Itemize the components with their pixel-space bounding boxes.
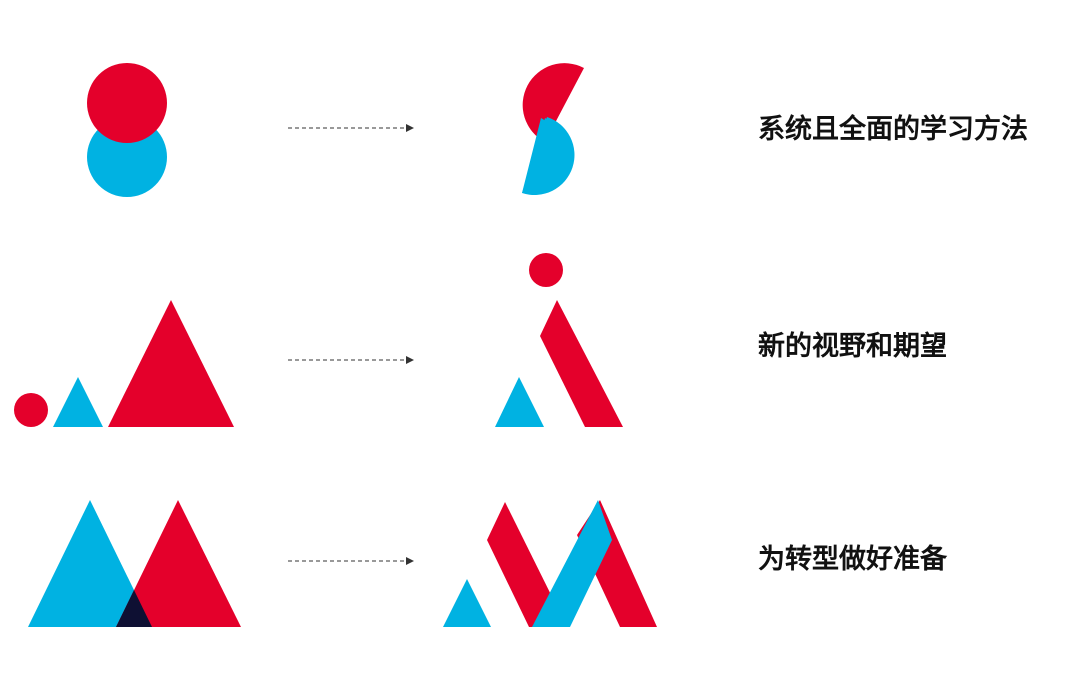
blue-triangle [28, 500, 152, 627]
small-red-circle [14, 393, 48, 427]
row1-caption: 系统且全面的学习方法 [758, 114, 1028, 145]
small-blue-triangle [495, 377, 544, 427]
row3-after-figure [443, 500, 657, 627]
arrow-head [406, 124, 414, 132]
large-red-triangle [108, 300, 234, 427]
red-triangle [116, 500, 241, 627]
dot-red-circle [529, 253, 563, 287]
row1-after-figure [522, 63, 584, 195]
row2-before-figure [14, 300, 234, 427]
row1-before-figure [87, 63, 167, 197]
red-circle [87, 63, 167, 143]
arrow-head [406, 356, 414, 364]
row2-after-figure [495, 253, 623, 427]
row1-arrow [288, 124, 414, 132]
red-diagonal-bar [540, 300, 623, 427]
red-left-diagonal-bar [487, 502, 567, 627]
dark-overlap-triangle [116, 590, 152, 627]
small-blue-triangle [53, 377, 103, 427]
arrow-head [406, 557, 414, 565]
row3-arrow [288, 557, 414, 565]
red-half-circle [522, 63, 584, 142]
row2-caption: 新的视野和期望 [758, 331, 947, 362]
row3-caption: 为转型做好准备 [758, 544, 947, 575]
row2-arrow [288, 356, 414, 364]
blue-half-circle-outer [522, 117, 575, 195]
blue-diagonal-bar [532, 500, 612, 627]
row3-before-figure [28, 500, 241, 627]
small-blue-triangle [443, 579, 491, 627]
